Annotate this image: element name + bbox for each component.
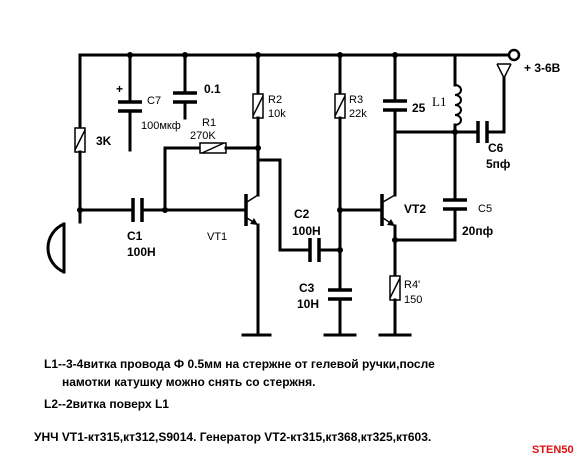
supply-rail: [78, 48, 521, 62]
inductor-l1: [453, 53, 462, 202]
note-line-3: L2--2витка поверх L1: [44, 397, 169, 411]
c6-name: C6: [488, 141, 504, 155]
resistor-r1: [163, 142, 261, 212]
c5-value: 20пф: [462, 224, 494, 238]
capacitor-c2: [308, 238, 343, 262]
r2-name: R2: [268, 94, 282, 106]
c7-name: C7: [147, 95, 161, 107]
c6-value: 5пф: [486, 157, 511, 171]
c7-polarity: +: [116, 82, 123, 96]
transistor-vt1: [228, 194, 272, 337]
c7-value: 100мкф: [141, 120, 181, 132]
power-label: + 3-6В: [524, 61, 561, 75]
capacitor-bypass: [173, 53, 197, 120]
power-terminal: [507, 48, 521, 62]
c3-name: C3: [299, 281, 315, 295]
capacitor-c3: [323, 288, 357, 337]
resistor-r4: [378, 275, 412, 337]
r1-value: 270K: [190, 130, 216, 142]
c3-value: 10Н: [297, 297, 319, 311]
microphone-icon: [46, 222, 66, 274]
capacitor-c6: [453, 76, 506, 143]
resistor-r3: [334, 53, 382, 292]
c2-name: C2: [294, 207, 310, 221]
r4-value: 150: [404, 294, 422, 306]
c25-value: 25: [412, 101, 426, 115]
r3-value: 22k: [349, 108, 367, 120]
author-signature: STEN50: [532, 444, 574, 456]
c2-value: 100Н: [292, 224, 321, 238]
r-left-value: 3K: [96, 134, 112, 148]
l1-name: L1: [432, 94, 446, 109]
c1-name: C1: [127, 229, 143, 243]
r4-name: R4': [404, 279, 420, 291]
capacitor-25: [383, 53, 458, 135]
left-resistor: [74, 53, 86, 224]
transistor-vt2: [380, 130, 398, 278]
r1-name: R1: [202, 117, 216, 129]
c-bypass-value: 0.1: [204, 82, 221, 96]
note-line-4: УНЧ VT1-кт315,кт312,S9014. Генератор VT2…: [34, 430, 432, 444]
r3-name: R3: [349, 94, 363, 106]
c5-name: C5: [478, 203, 492, 215]
vt1-name: VT1: [207, 231, 227, 243]
vt2-name: VT2: [404, 202, 426, 216]
antenna-icon: [496, 63, 512, 79]
c1-value: 100Н: [127, 245, 156, 259]
note-line-1: L1--3-4витка провода Ф 0.5мм на стержне …: [44, 357, 435, 371]
note-line-2: намотки катушку можно снять со стержня.: [62, 375, 316, 389]
capacitor-c5: [393, 198, 467, 242]
capacitor-c7: [118, 53, 142, 152]
r2-value: 10k: [268, 108, 286, 120]
capacitor-c1: [128, 198, 232, 222]
